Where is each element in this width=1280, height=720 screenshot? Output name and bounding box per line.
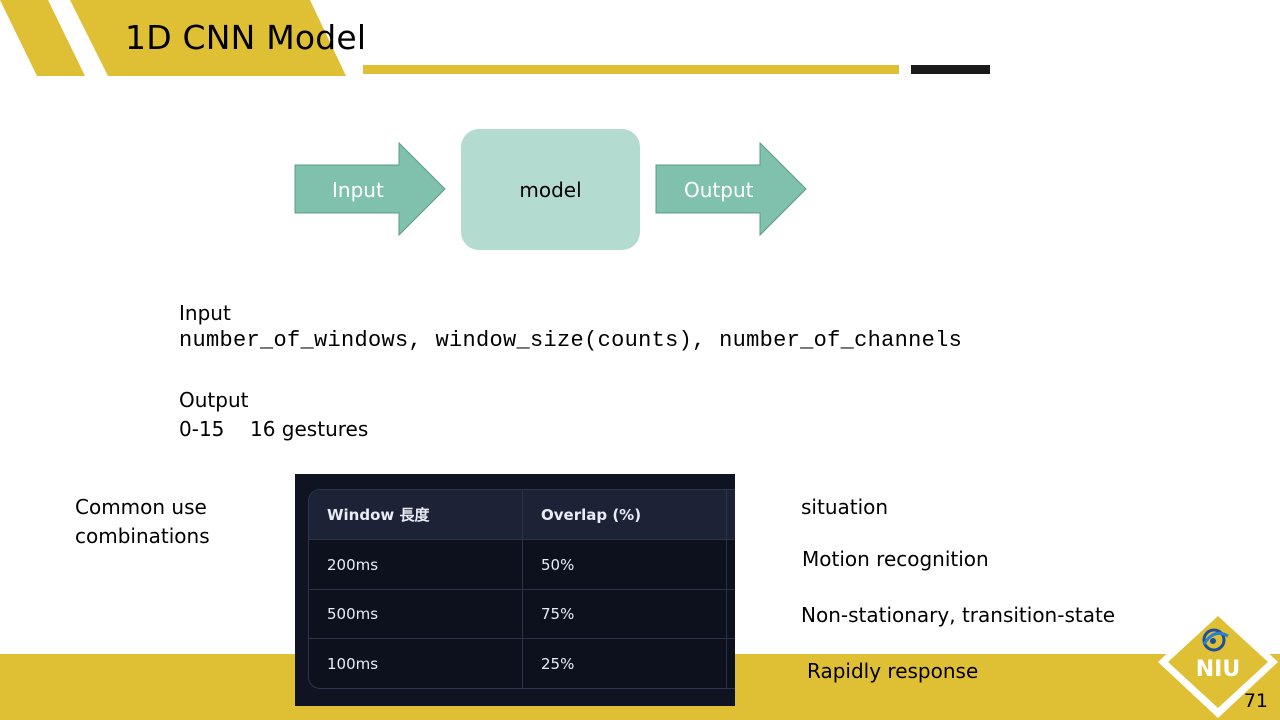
- header-accent-line: [363, 65, 899, 74]
- header-dark-line: [911, 65, 990, 74]
- output-heading: Output: [179, 388, 249, 412]
- model-label: model: [519, 177, 582, 202]
- model-box: model: [461, 129, 640, 250]
- situation-item: Motion recognition: [802, 547, 989, 571]
- situation-item: Rapidly response: [807, 659, 979, 683]
- niu-logo-icon: NIU: [1158, 606, 1278, 718]
- table-cell: 75%: [523, 590, 727, 638]
- table-cell: [727, 590, 735, 638]
- common-use-label-line2: combinations: [75, 524, 210, 548]
- output-range: 0-15: [179, 417, 225, 441]
- situation-item: Non-stationary, transition-state: [801, 603, 1116, 627]
- output-arrow: [655, 142, 807, 237]
- table-cell: 500ms: [309, 590, 523, 638]
- input-arrow-label: Input: [332, 178, 384, 202]
- niu-logo-text: NIU: [1196, 657, 1240, 682]
- header-title-band: [70, 0, 346, 76]
- table-cell: 200ms: [309, 540, 523, 589]
- table-header-cell: [727, 490, 735, 539]
- output-description: 16 gestures: [250, 417, 369, 441]
- window-overlap-table-image: Window 長度 Overlap (%) 200ms 50% 500ms 75…: [295, 474, 735, 706]
- table-cell: 50%: [523, 540, 727, 589]
- situation-heading: situation: [801, 495, 889, 519]
- input-arrow: [294, 142, 446, 237]
- input-heading: Input: [179, 301, 231, 325]
- page-number: 71: [1243, 690, 1268, 712]
- table-header-cell: Window 長度: [309, 490, 523, 539]
- table-cell: 100ms: [309, 639, 523, 688]
- table-cell: [727, 639, 735, 688]
- input-shape: number_of_windows, window_size(counts), …: [179, 328, 963, 353]
- window-overlap-table: Window 長度 Overlap (%) 200ms 50% 500ms 75…: [308, 489, 735, 689]
- table-row: 200ms 50%: [309, 540, 735, 590]
- table-cell: 25%: [523, 639, 727, 688]
- table-header-row: Window 長度 Overlap (%): [309, 490, 735, 540]
- table-row: 500ms 75%: [309, 590, 735, 639]
- common-use-label-line1: Common use: [75, 495, 207, 519]
- header-stripe-left: [0, 0, 85, 76]
- table-header-cell: Overlap (%): [523, 490, 727, 539]
- header-decoration: [0, 0, 990, 76]
- table-row: 100ms 25%: [309, 639, 735, 688]
- table-cell: [727, 540, 735, 589]
- output-arrow-label: Output: [684, 178, 754, 202]
- slide-title: 1D CNN Model: [125, 18, 367, 57]
